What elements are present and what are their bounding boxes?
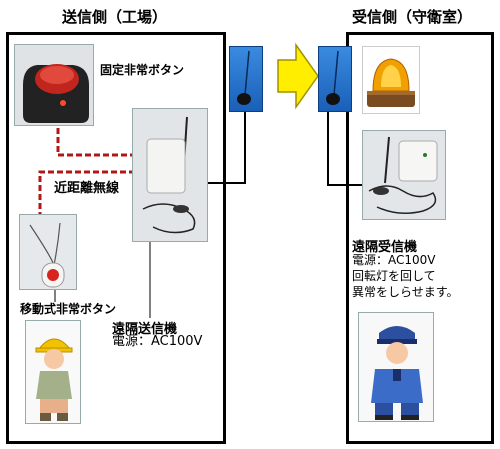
direction-arrow [277, 42, 319, 110]
transmitter-label: 遠隔送信機 [112, 322, 178, 337]
worker-icon [26, 321, 80, 423]
transmitter-antenna-line [208, 112, 246, 184]
receiver-desc-line2: 異常をしらせます。 [352, 285, 459, 299]
receiver-antenna-photo [318, 46, 352, 112]
wireless-link-fixed [56, 128, 132, 157]
transmitter-icon [133, 109, 207, 241]
mobile-button-label: 移動式非常ボタン [20, 302, 117, 316]
receiver-title: 受信側（守衛室） [352, 8, 473, 26]
fixed-emergency-button-photo [14, 44, 94, 126]
rotating-light-photo [362, 46, 420, 114]
sender-antenna-icon [237, 50, 251, 105]
fixed-button-icon [15, 45, 93, 125]
fixed-button-label: 固定非常ボタン [100, 63, 185, 77]
guard-illustration [358, 312, 434, 422]
wireless-link-mobile [38, 170, 132, 218]
guard-icon [359, 313, 433, 421]
receiver-power: 電源：AC100V [352, 253, 436, 267]
rotating-light-icon [367, 58, 415, 107]
receiver-label: 遠隔受信機 [352, 240, 418, 255]
mobile-emergency-button-photo [19, 214, 77, 290]
mobile-button-icon [20, 215, 76, 289]
receiver-desc-line1: 回転灯を回して [352, 269, 436, 283]
receiver-photo [362, 130, 446, 220]
antenna-receiver-line [327, 112, 362, 186]
worker-illustration [25, 320, 81, 424]
receiver-antenna-icon [326, 50, 340, 105]
receiver-icon [363, 131, 445, 219]
transmitter-power: 電源：AC100V [112, 334, 203, 349]
near-wireless-label: 近距離無線 [54, 181, 120, 196]
sender-title: 送信側（工場） [62, 8, 168, 26]
sender-antenna-photo [229, 46, 263, 112]
transmitter-photo [132, 108, 208, 242]
